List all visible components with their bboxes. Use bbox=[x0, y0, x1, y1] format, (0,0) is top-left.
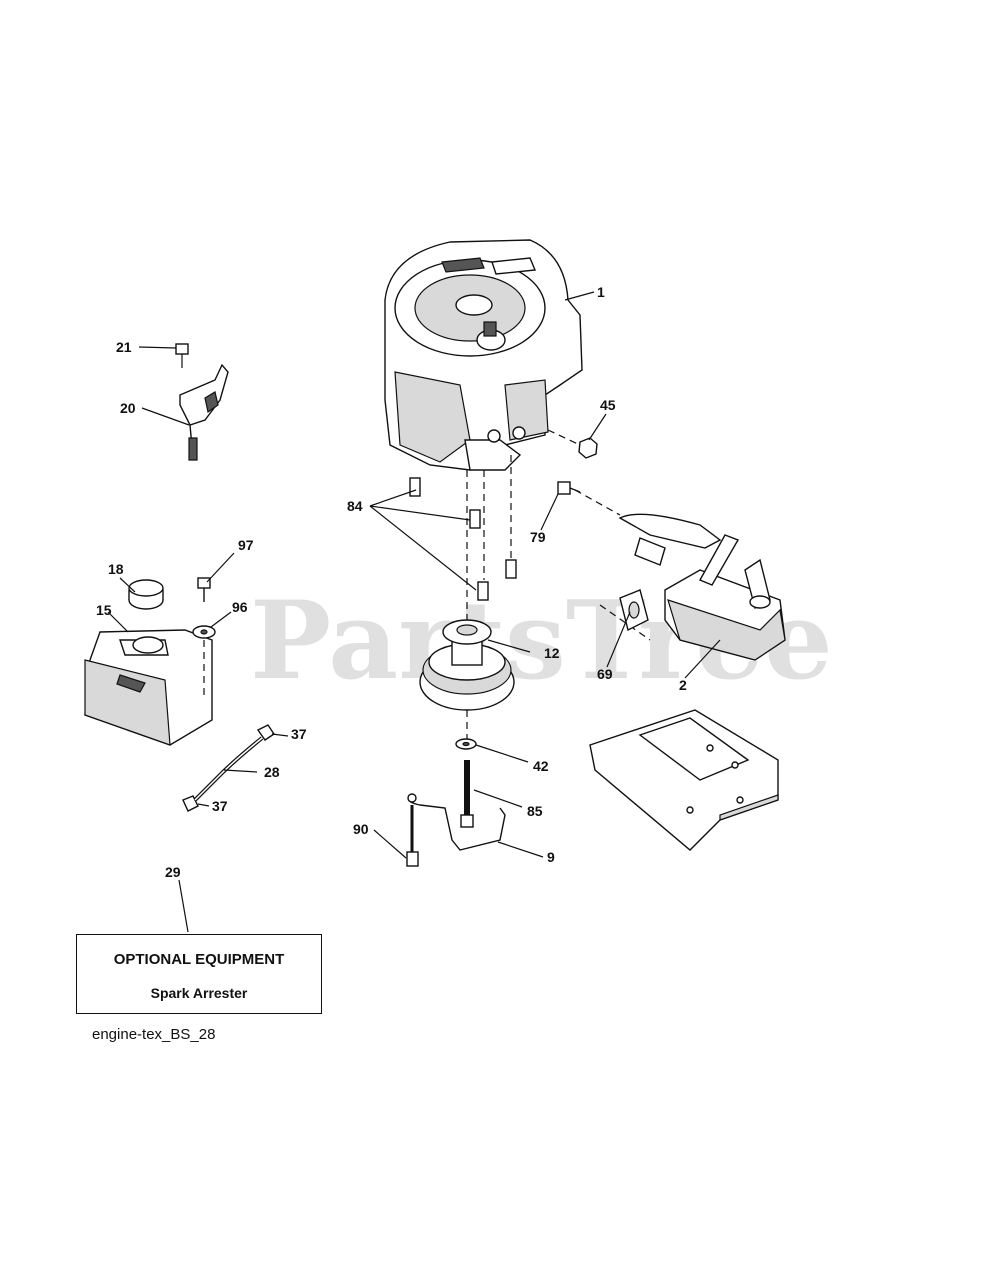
optional-equipment-title: OPTIONAL EQUIPMENT bbox=[113, 951, 285, 968]
callout-9: 9 bbox=[547, 849, 555, 865]
clamp-37-lower-part[interactable] bbox=[182, 795, 199, 812]
mounting-plate-part[interactable] bbox=[589, 709, 779, 851]
optional-equipment-item: Spark Arrester bbox=[150, 985, 248, 1001]
nut-45-part[interactable] bbox=[578, 437, 598, 459]
rod-bracket-part[interactable] bbox=[407, 793, 506, 851]
callout-96: 96 bbox=[232, 599, 248, 615]
fuel-cap-part[interactable] bbox=[128, 579, 164, 610]
bolts-84-part[interactable] bbox=[409, 477, 517, 601]
callout-45: 45 bbox=[600, 397, 616, 413]
callout-79: 79 bbox=[530, 529, 546, 545]
muffler-part[interactable] bbox=[618, 513, 786, 661]
callout-29: 29 bbox=[165, 864, 181, 880]
engine-part[interactable] bbox=[384, 239, 583, 471]
callout-85: 85 bbox=[527, 803, 543, 819]
screw-79-part[interactable] bbox=[557, 481, 581, 495]
washer-42-part[interactable] bbox=[455, 738, 477, 750]
callout-15: 15 bbox=[96, 602, 112, 618]
callout-28: 28 bbox=[264, 764, 280, 780]
bolt-90-part[interactable] bbox=[406, 805, 419, 867]
callout-37-lower: 37 bbox=[212, 798, 228, 814]
callout-12: 12 bbox=[544, 645, 560, 661]
callout-21: 21 bbox=[116, 339, 132, 355]
fuel-tank-part[interactable] bbox=[84, 629, 213, 746]
pulley-part[interactable] bbox=[419, 619, 515, 711]
callout-20: 20 bbox=[120, 400, 136, 416]
throttle-bracket-part[interactable] bbox=[179, 363, 229, 461]
callout-97: 97 bbox=[238, 537, 254, 553]
callout-84: 84 bbox=[347, 498, 363, 514]
callout-2: 2 bbox=[679, 677, 687, 693]
bolt-85-part[interactable] bbox=[460, 760, 474, 828]
callout-18: 18 bbox=[108, 561, 124, 577]
diagram-id-label: engine-tex_BS_28 bbox=[92, 1026, 216, 1043]
callout-90: 90 bbox=[353, 821, 369, 837]
screw-21-part[interactable] bbox=[175, 343, 189, 368]
callout-69: 69 bbox=[597, 666, 613, 682]
callout-37-upper: 37 bbox=[291, 726, 307, 742]
callout-1: 1 bbox=[597, 284, 605, 300]
washer-96-part[interactable] bbox=[192, 625, 216, 639]
callout-42: 42 bbox=[533, 758, 549, 774]
screw-97-part[interactable] bbox=[197, 577, 211, 602]
fuel-line-part[interactable] bbox=[193, 736, 264, 802]
optional-equipment-box: OPTIONAL EQUIPMENT Spark Arrester bbox=[76, 934, 322, 1014]
